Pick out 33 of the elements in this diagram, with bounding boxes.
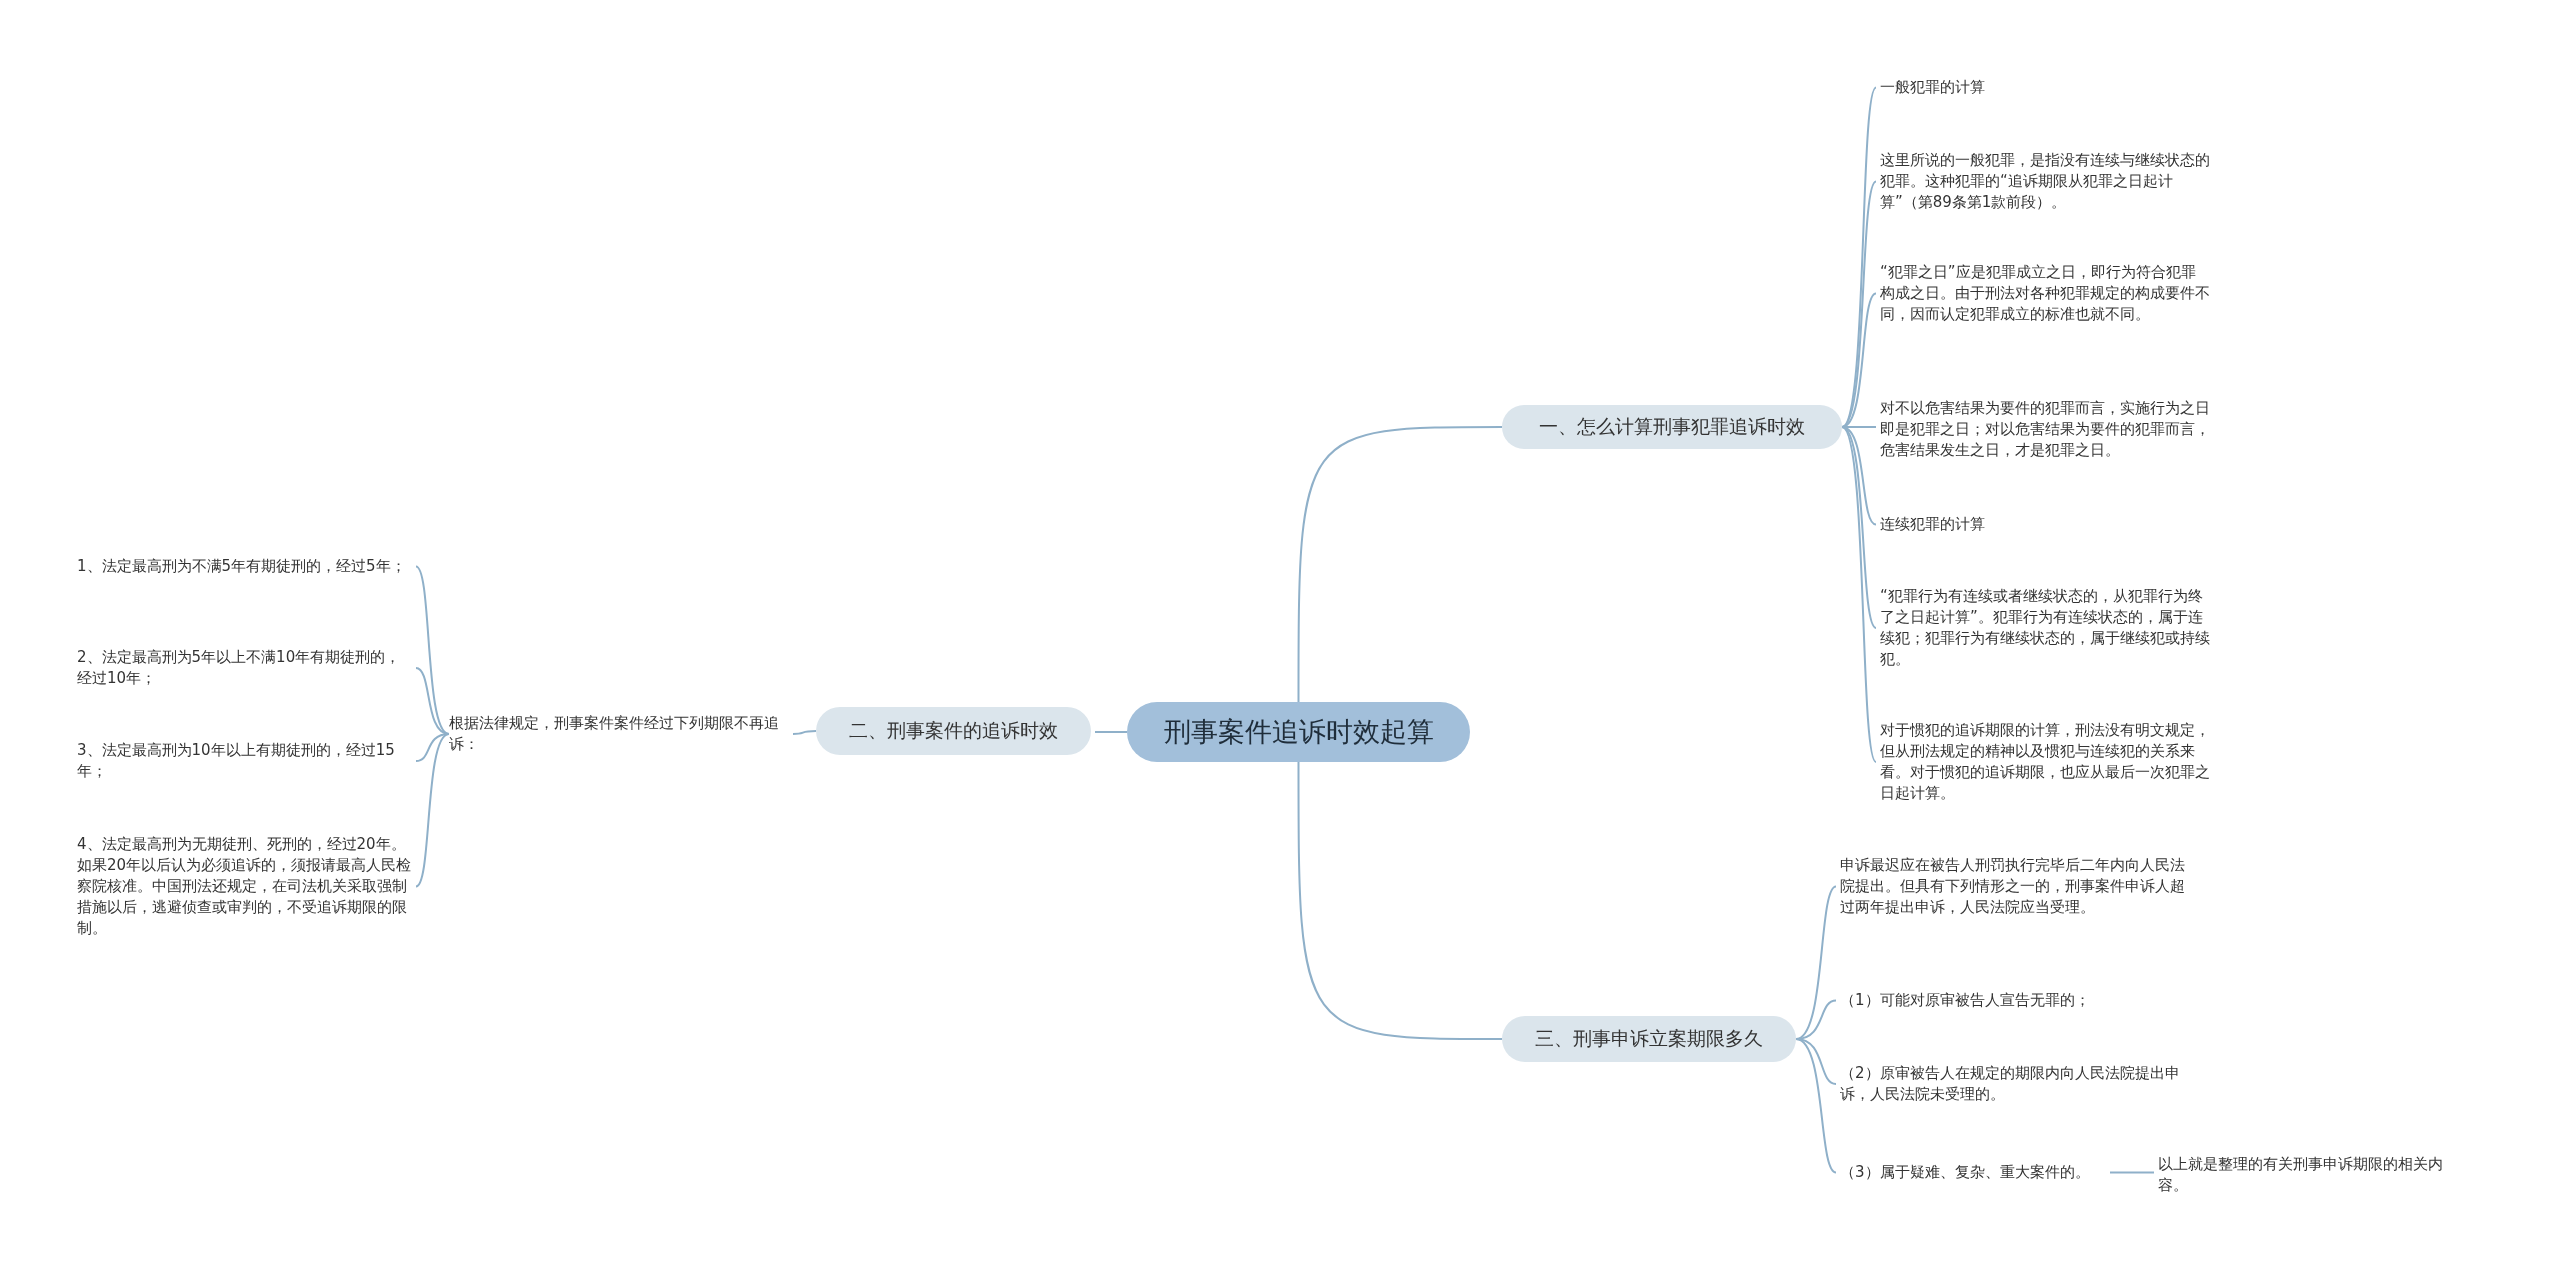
connector (1094, 731, 1128, 733)
connector (1841, 86, 1877, 428)
connector (415, 733, 450, 762)
connector (1841, 180, 1877, 428)
connector (1297, 426, 1503, 703)
branch-text: 2、法定最高刑为5年以上不满10年有期徒刑的，经过10年； (77, 647, 412, 689)
branch-text: 4、法定最高刑为无期徒刑、死刑的，经过20年。如果20年以后认为必须追诉的，须报请最高人民检察院核准。中国刑法还规定，在司法机关采取强制措施以后，逃避侦查或审判的，不受追诉期限的限制。 (77, 834, 412, 939)
branch-text: （3）属于疑难、复杂、重大案件的。 (1840, 1162, 2110, 1183)
branch-text: 对不以危害结果为要件的犯罪而言，实施行为之日即是犯罪之日；对以危害结果为要件的犯罪而言，危害结果发生之日，才是犯罪之日。 (1880, 398, 2210, 461)
branch-text: 连续犯罪的计算 (1880, 514, 2210, 535)
branch-text: “犯罪行为有连续或者继续状态的，从犯罪行为终了之日起计算”。犯罪行为有连续状态的，属于连续犯；犯罪行为有继续状态的，属于继续犯或持续犯。 (1880, 586, 2210, 670)
branch-text: 申诉最迟应在被告人刑罚执行完毕后二年内向人民法院提出。但具有下列情形之一的，刑事案件申诉人超过两年提出申诉，人民法院应当受理。 (1840, 855, 2185, 918)
connector (415, 565, 450, 735)
branch-text: 一般犯罪的计算 (1880, 77, 2210, 98)
central-topic: 刑事案件追诉时效起算 (1127, 702, 1470, 762)
branch-text: 这里所说的一般犯罪，是指没有连续与继续状态的犯罪。这种犯罪的“追诉期限从犯罪之日起计算”（第89条第1款前段）。 (1880, 150, 2210, 213)
branch-text: “犯罪之日”应是犯罪成立之日，即行为符合犯罪构成之日。由于刑法对各种犯罪规定的构成要件不同，因而认定犯罪成立的标准也就不同。 (1880, 262, 2210, 325)
branch-text: （1）可能对原审被告人宣告无罪的； (1840, 990, 2185, 1011)
branch-text: 以上就是整理的有关刑事申诉期限的相关内容。 (2158, 1154, 2464, 1196)
topic-pill: 一、怎么计算刑事犯罪追诉时效 (1502, 405, 1842, 449)
connector (1795, 1038, 1837, 1174)
branch-text: 1、法定最高刑为不满5年有期徒刑的，经过5年； (77, 556, 412, 577)
branch-text: 根据法律规定，刑事案件案件经过下列期限不再追诉： (449, 713, 789, 755)
branch-text: 对于惯犯的追诉期限的计算，刑法没有明文规定，但从刑法规定的精神以及惯犯与连续犯的关系来看。对于惯犯的追诉期限，也应从最后一次犯罪之日起计算。 (1880, 720, 2210, 804)
topic-pill: 二、刑事案件的追诉时效 (816, 707, 1091, 755)
connector (1841, 426, 1877, 763)
connector (792, 730, 817, 735)
topic-pill: 三、刑事申诉立案期限多久 (1502, 1016, 1796, 1062)
connector (2109, 1171, 2155, 1174)
branch-text: 3、法定最高刑为10年以上有期徒刑的，经过15年； (77, 740, 412, 782)
connector (415, 733, 450, 888)
branch-text: （2）原审被告人在规定的期限内向人民法院提出申诉，人民法院未受理的。 (1840, 1063, 2185, 1105)
connector (1297, 761, 1503, 1040)
